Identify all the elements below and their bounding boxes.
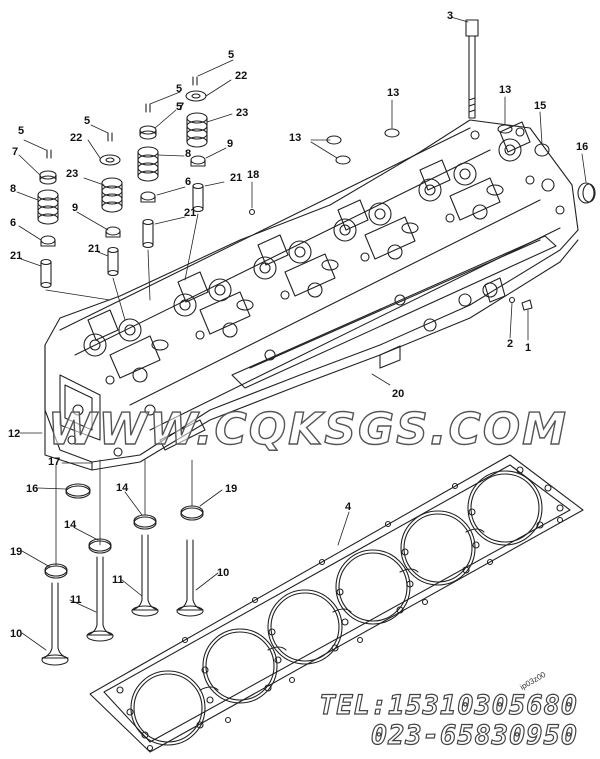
callout-14: 14 (64, 519, 77, 531)
callout-13: 13 (499, 84, 511, 96)
callout-13: 13 (387, 87, 399, 99)
callout-5: 5 (84, 115, 90, 127)
head-bolt (465, 19, 479, 119)
callout-1: 1 (525, 342, 531, 354)
callout-2: 2 (507, 338, 513, 350)
callout-16: 16 (26, 483, 38, 495)
callout-6: 6 (185, 176, 191, 188)
callout-5: 5 (18, 125, 24, 137)
callout-5: 5 (176, 101, 182, 113)
callout-21: 21 (10, 250, 22, 262)
callout-12: 12 (8, 428, 20, 440)
cylinder-head (44, 119, 579, 471)
callout-11: 11 (112, 574, 124, 586)
callout-13: 13 (289, 132, 301, 144)
callout-22: 22 (235, 70, 247, 82)
callout-5: 5 (176, 83, 182, 95)
callout-20: 20 (392, 388, 404, 400)
callout-10: 10 (217, 567, 229, 579)
part-number-label: ip03z00 (519, 670, 548, 692)
callout-8: 8 (10, 183, 16, 195)
callout-17: 17 (48, 456, 60, 468)
callout-23: 23 (66, 168, 78, 180)
callout-3: 3 (447, 10, 453, 22)
callout-6: 6 (10, 217, 16, 229)
watermark-text: WWW.CQKSGS.COM (47, 403, 568, 455)
callout-4: 4 (345, 501, 352, 513)
callout-5: 5 (228, 49, 234, 61)
callout-9: 9 (227, 138, 233, 150)
callout-21: 21 (184, 207, 196, 219)
callout-10: 10 (10, 628, 22, 640)
callout-14: 14 (116, 482, 129, 494)
callout-7: 7 (178, 101, 184, 113)
callout-7: 7 (12, 146, 18, 158)
contact-phone: 023-65830950 (370, 719, 578, 751)
callout-19: 19 (10, 546, 22, 558)
head-gasket (89, 454, 584, 753)
callout-15: 15 (534, 100, 546, 112)
valve-train-parts (37, 76, 256, 289)
contact-tel: TEL:15310305680 (319, 689, 578, 721)
callout-11: 11 (70, 594, 82, 606)
callout-22: 22 (70, 132, 82, 144)
callout-19: 19 (225, 483, 237, 495)
callout-21: 21 (230, 172, 242, 184)
leader-lines (16, 16, 587, 651)
callout-16: 16 (576, 141, 588, 153)
callout-9: 9 (72, 202, 78, 214)
callout-23: 23 (236, 107, 248, 119)
callout-18: 18 (247, 169, 259, 181)
callout-21: 21 (88, 243, 100, 255)
callout-8: 8 (185, 148, 191, 160)
